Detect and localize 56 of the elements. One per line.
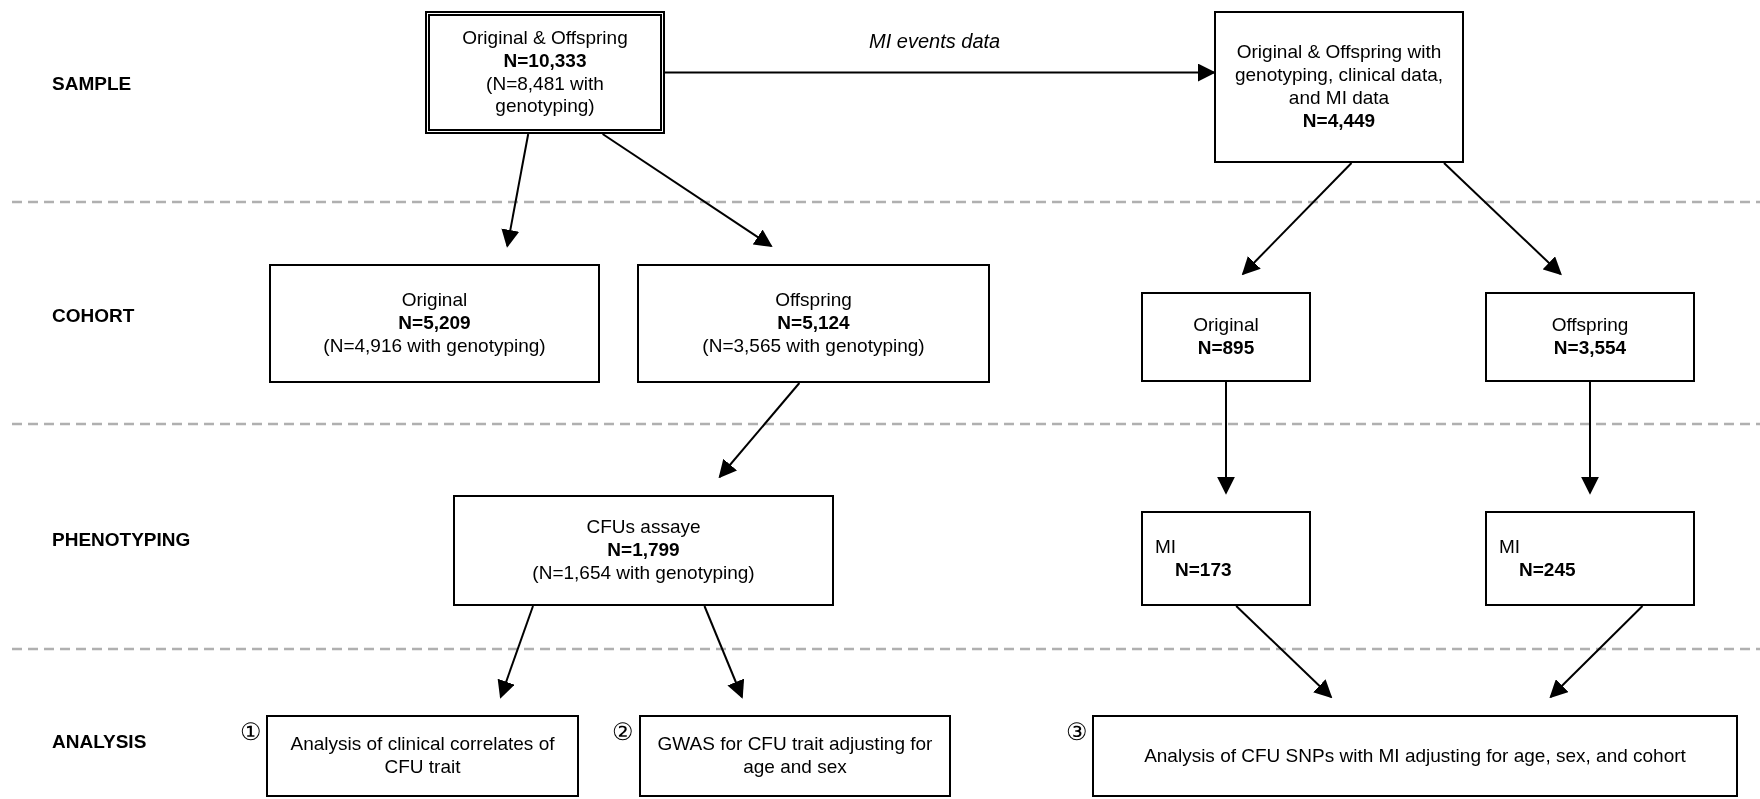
arrow [664, 63, 1216, 82]
process-box [1141, 511, 1311, 606]
box-text: N=5,209 [398, 312, 471, 335]
process-box [1485, 511, 1695, 606]
step-number: ① [240, 720, 262, 744]
arrow [1217, 381, 1235, 495]
process-box [425, 11, 665, 134]
box-text: (N=8,481 with genotyping) [485, 72, 605, 119]
box-text: N=1,799 [607, 539, 680, 562]
arrow [1581, 381, 1599, 495]
box-text: N=245 [1518, 558, 1576, 582]
arrow [601, 133, 773, 247]
process-box [1214, 11, 1464, 163]
arrow [718, 382, 801, 479]
box-text: (N=4,916 with genotyping) [323, 334, 546, 358]
box-text: N=895 [1197, 337, 1255, 360]
row-label: SAMPLE [52, 74, 132, 93]
process-box [1485, 292, 1695, 382]
box-text: Offspring [1551, 314, 1629, 337]
box-text: Original [1193, 314, 1259, 337]
process-box [1141, 292, 1311, 382]
arrow [1443, 162, 1562, 276]
box-text: Offspring [775, 289, 852, 313]
box-text: N=10,333 [503, 49, 587, 73]
step-number: ③ [1066, 720, 1088, 744]
arrow [501, 133, 530, 248]
box-text: Original & Offspring with genotyping, clinical data, and MI data [1233, 41, 1445, 110]
box-text: Original & Offspring [462, 26, 628, 50]
box-text: CFUs assaye [586, 516, 701, 540]
process-box [269, 264, 600, 383]
row-label: PHENOTYPING [52, 530, 191, 549]
box-text: Analysis of CFU SNPs with MI adjusting for age, sex, and cohort [1144, 744, 1686, 768]
arrow [1235, 605, 1333, 699]
box-text: (N=3,565 with genotyping) [702, 334, 925, 358]
arrow [497, 605, 534, 699]
process-box [637, 264, 990, 383]
box-text: N=5,124 [777, 312, 850, 335]
box-text: Analysis of clinical correlates of CFU trait [289, 733, 556, 779]
box-text: N=4,449 [1302, 109, 1376, 133]
arrow [1241, 162, 1353, 276]
box-text: Original [401, 289, 468, 313]
process-box [639, 715, 951, 797]
box-text: N=173 [1174, 558, 1232, 582]
step-number: ② [612, 720, 634, 744]
arrow [1549, 605, 1644, 699]
row-label: COHORT [52, 306, 135, 325]
process-box [453, 495, 834, 606]
arrow [703, 605, 745, 699]
process-box [1092, 715, 1738, 797]
process-box [266, 715, 579, 797]
box-text: MI [1499, 535, 1521, 559]
box-text: MI [1155, 535, 1177, 559]
box-text: N=3,554 [1553, 337, 1627, 360]
box-text: (N=1,654 with genotyping) [532, 561, 755, 585]
box-text: GWAS for CFU trait adjusting for age and sex [656, 733, 934, 779]
row-label: ANALYSIS [52, 732, 147, 751]
